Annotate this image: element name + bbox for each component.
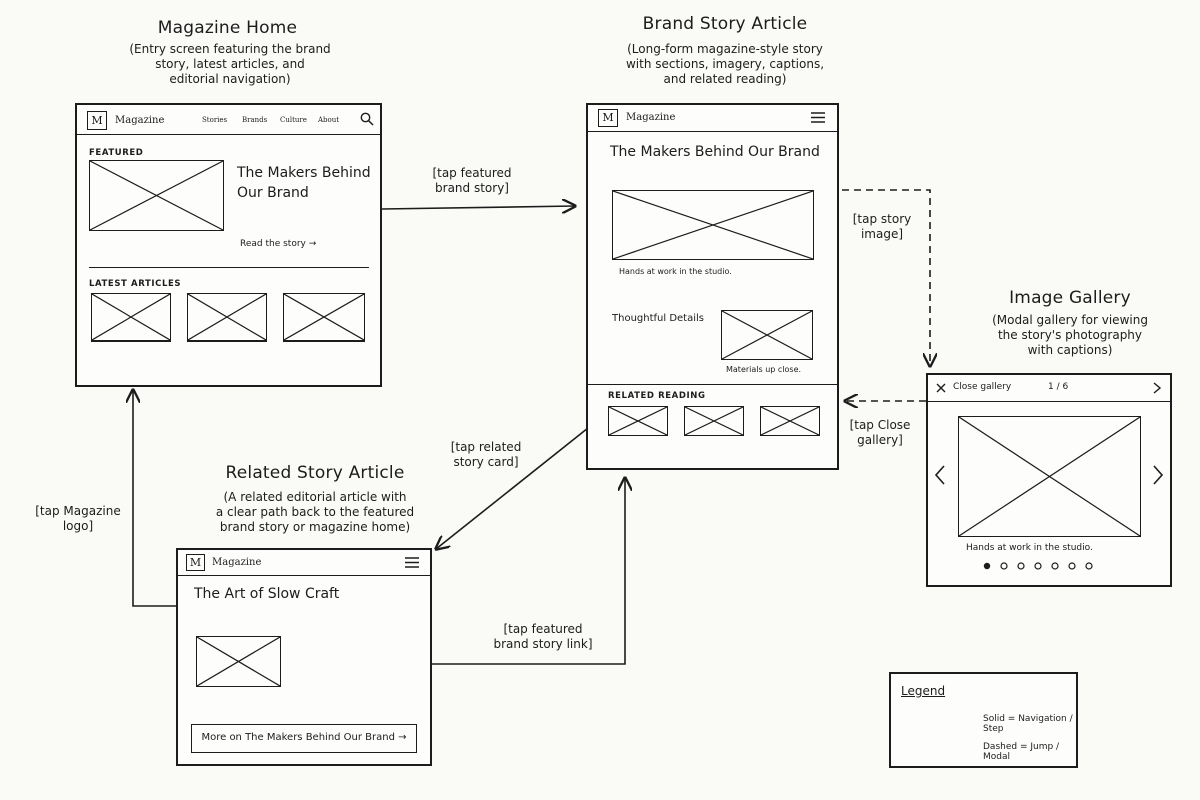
legend-box: Legend Solid = Navigation / Step Dashed … — [889, 672, 1078, 768]
related-reading-label: RELATED READING — [608, 391, 706, 401]
gallery-prev-arrow-icon[interactable] — [934, 465, 946, 485]
gallery-header: Close gallery 1 / 6 — [928, 375, 1170, 402]
gallery-pagination-dots[interactable] — [982, 561, 1094, 571]
arrow-related-to-article — [432, 478, 625, 665]
featured-image-placeholder[interactable] — [89, 160, 224, 231]
arrow-home-to-article — [381, 206, 575, 209]
arrow-article-to-related — [436, 427, 589, 549]
home-brand-name[interactable]: Magazine — [115, 115, 165, 126]
detail-image-caption: Materials up close. — [726, 365, 802, 374]
featured-section-label: FEATURED — [89, 148, 144, 158]
transition-home-to-article: [tap featured brand story] — [432, 166, 512, 195]
hero-image-caption: Hands at work in the studio. — [619, 267, 732, 276]
gallery-screen-frame: Close gallery 1 / 6 Hands at work in the… — [926, 373, 1172, 587]
article-headline: The Makers Behind Our Brand — [610, 144, 820, 160]
detail-image[interactable] — [721, 310, 813, 360]
chevron-right-icon[interactable] — [1152, 382, 1162, 394]
article-screen-description: (Long-form magazine-style story with sec… — [625, 42, 825, 86]
search-icon[interactable] — [360, 112, 374, 126]
related-screen-description: (A related editorial article with a clea… — [215, 490, 415, 534]
related-card-3[interactable] — [760, 406, 820, 436]
article-brand-name[interactable]: Magazine — [626, 112, 676, 123]
arrow-related-to-home — [133, 390, 176, 607]
latest-article-thumb-2[interactable] — [187, 293, 267, 341]
article-subhead: Thoughtful Details — [612, 313, 704, 324]
home-header: M Magazine Stories Brands Culture About — [77, 105, 380, 135]
article-section-divider — [588, 384, 837, 385]
hamburger-menu-icon[interactable] — [810, 111, 826, 124]
article-screen-frame: M Magazine The Makers Behind Our Brand H… — [586, 103, 839, 470]
transition-article-to-gallery: [tap story image] — [852, 212, 912, 241]
card-divider-1 — [91, 341, 171, 342]
related-card-1[interactable] — [608, 406, 668, 436]
article-screen-title: Brand Story Article — [642, 14, 808, 34]
nav-item-brands[interactable]: Brands — [242, 116, 268, 124]
related-header: M Magazine — [178, 550, 430, 576]
arrow-article-to-gallery — [842, 189, 930, 366]
related-article-headline: The Art of Slow Craft — [194, 586, 340, 602]
more-on-featured-story-button[interactable]: More on The Makers Behind Our Brand → — [191, 724, 417, 753]
nav-item-stories[interactable]: Stories — [202, 116, 228, 124]
legend-dashed-label: Dashed = Jump / Modal — [983, 742, 1060, 762]
gallery-screen-description: (Modal gallery for viewing the story's p… — [992, 313, 1148, 357]
related-screen-frame: M Magazine The Art of Slow Craft More on… — [176, 548, 432, 766]
transition-gallery-to-article: [tap Close gallery] — [849, 418, 911, 447]
transition-related-to-article: [tap featured brand story link] — [493, 622, 593, 651]
home-screen-title: Magazine Home — [157, 18, 298, 38]
related-brand-name[interactable]: Magazine — [212, 557, 262, 568]
gallery-screen-title: Image Gallery — [1009, 288, 1131, 308]
read-story-link[interactable]: Read the story → — [240, 239, 317, 249]
transition-article-to-related: [tap related story card] — [450, 440, 522, 469]
latest-articles-label: LATEST ARTICLES — [89, 279, 182, 289]
home-logo[interactable]: M — [87, 111, 107, 130]
home-section-divider — [89, 267, 369, 268]
gallery-counter: 1 / 6 — [1048, 382, 1069, 392]
related-screen-title: Related Story Article — [225, 463, 405, 483]
nav-item-culture[interactable]: Culture — [280, 116, 307, 124]
transition-related-to-home: [tap Magazine logo] — [35, 504, 121, 533]
featured-story-title[interactable]: The Makers Behind Our Brand — [237, 165, 371, 202]
legend-solid-label: Solid = Navigation / Step — [983, 714, 1073, 734]
gallery-caption: Hands at work in the studio. — [966, 543, 1093, 553]
legend-title: Legend — [901, 684, 946, 698]
close-icon[interactable] — [936, 383, 946, 393]
card-divider-3 — [283, 341, 365, 342]
latest-article-thumb-3[interactable] — [283, 293, 365, 341]
related-card-2[interactable] — [684, 406, 744, 436]
related-logo[interactable]: M — [186, 554, 205, 571]
story-hero-image[interactable] — [612, 190, 814, 260]
article-header: M Magazine — [588, 105, 837, 132]
nav-item-about[interactable]: About — [318, 116, 340, 124]
gallery-next-arrow-icon[interactable] — [1152, 465, 1164, 485]
card-divider-2 — [187, 341, 267, 342]
home-screen-frame: M Magazine Stories Brands Culture About … — [75, 103, 382, 387]
hamburger-menu-icon[interactable] — [404, 556, 420, 569]
related-article-image — [196, 636, 281, 687]
home-screen-description: (Entry screen featuring the brand story,… — [129, 42, 331, 86]
close-gallery-button[interactable]: Close gallery — [953, 382, 1012, 392]
latest-article-thumb-1[interactable] — [91, 293, 171, 341]
article-logo[interactable]: M — [598, 109, 618, 127]
gallery-main-image — [958, 416, 1141, 537]
